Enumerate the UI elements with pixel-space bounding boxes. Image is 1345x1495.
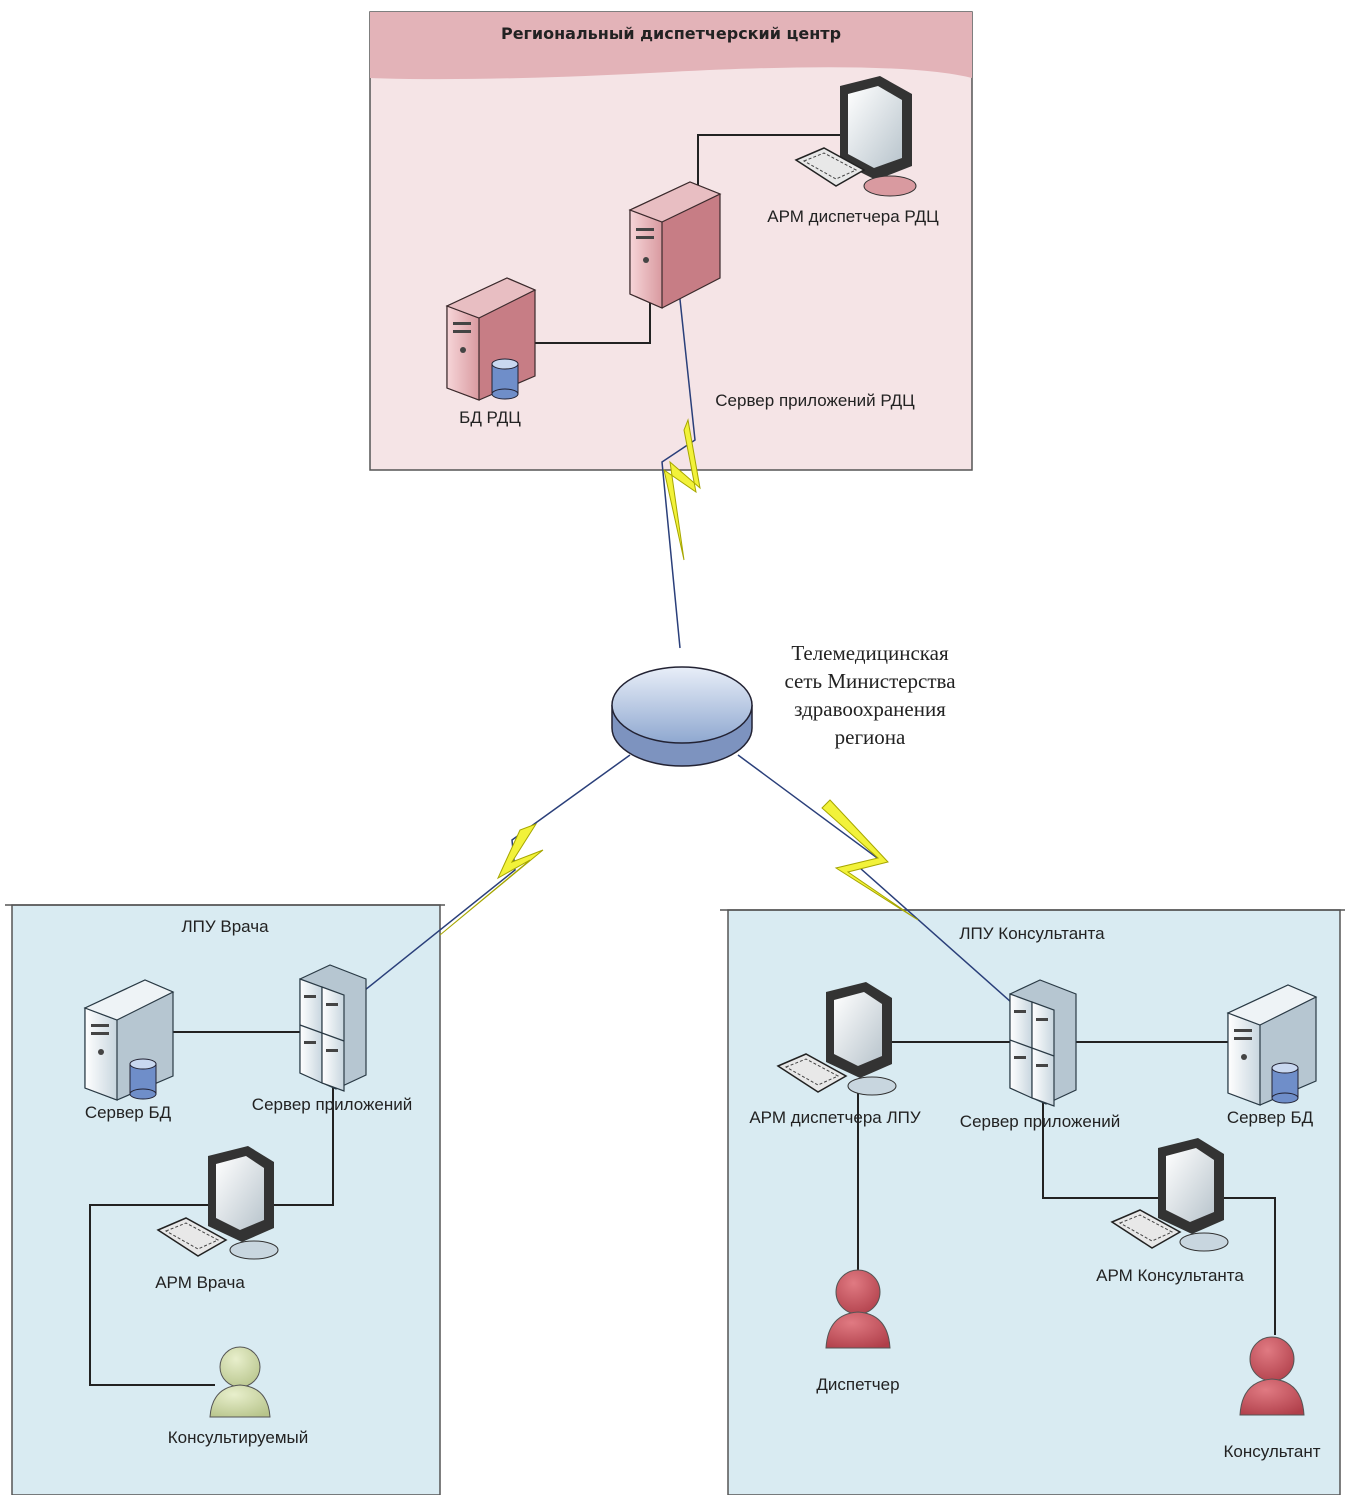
network-label: Телемедицинская сеть Министерства здраво…: [784, 641, 956, 749]
database-icon: [1271, 1062, 1299, 1104]
app-server-rdc-label: Сервер приложений РДЦ: [715, 391, 915, 410]
lpu-doctor-title: ЛПУ Врача: [181, 917, 269, 936]
person-icon: [825, 1269, 891, 1349]
network-label-line-2: сеть Министерства: [784, 669, 956, 693]
server-icon: [1009, 979, 1077, 1107]
network-disk-icon: [611, 666, 753, 767]
wire-appserver-to-arm-rdc: [697, 134, 860, 200]
lpu-consultant-title: ЛПУ Консультанта: [959, 924, 1105, 943]
doc-db-server-label: Сервер БД: [85, 1103, 172, 1122]
patient-label: Консультируемый: [168, 1428, 309, 1447]
lightning-link-icon: [339, 754, 631, 1011]
person-icon: [1239, 1336, 1305, 1416]
cons-app-server-label: Сервер приложений: [960, 1112, 1120, 1131]
arm-doctor-label: АРМ Врача: [155, 1273, 245, 1292]
monitor-icon: [840, 76, 917, 197]
arm-consultant-label: АРМ Консультанта: [1096, 1266, 1244, 1285]
person-icon: [209, 1346, 271, 1418]
network-label-line-4: региона: [835, 725, 906, 749]
monitor-icon: [208, 1146, 279, 1260]
arm-dispatcher-rdc-label: АРМ диспетчера РДЦ: [767, 207, 939, 226]
keyboard-icon: [1110, 1209, 1182, 1249]
network-label-line-3: здравоохранения: [794, 697, 946, 721]
cons-db-server-label: Сервер БД: [1227, 1108, 1314, 1127]
lightning-link-icon: [661, 261, 701, 649]
server-icon: [628, 181, 722, 309]
database-icon: [491, 358, 519, 400]
monitor-icon: [826, 982, 897, 1096]
db-rdc-label: БД РДЦ: [459, 408, 521, 427]
doc-app-server-label: Сервер приложений: [252, 1095, 412, 1114]
database-icon: [129, 1058, 157, 1100]
monitor-icon: [1158, 1138, 1229, 1252]
wire-arm-to-patient: [89, 1204, 215, 1386]
consultant-label: Консультант: [1223, 1442, 1320, 1461]
keyboard-icon: [794, 147, 866, 187]
wire-db-to-appserver-rdc: [535, 300, 651, 344]
lightning-link-icon: [737, 754, 1021, 1011]
server-icon: [299, 964, 367, 1092]
wire-arm-to-consultant: [1215, 1197, 1276, 1335]
arm-dispatcher-lpu-label: АРМ диспетчера ЛПУ: [749, 1108, 920, 1127]
dispatcher-label: Диспетчер: [816, 1375, 899, 1394]
keyboard-icon: [776, 1053, 848, 1093]
keyboard-icon: [156, 1217, 228, 1257]
wire-appserver-to-arm-consultant: [1042, 1085, 1160, 1199]
network-label-line-1: Телемедицинская: [791, 641, 949, 665]
wires: [89, 134, 1276, 1386]
rdc-title: Региональный диспетчерский центр: [501, 24, 841, 43]
